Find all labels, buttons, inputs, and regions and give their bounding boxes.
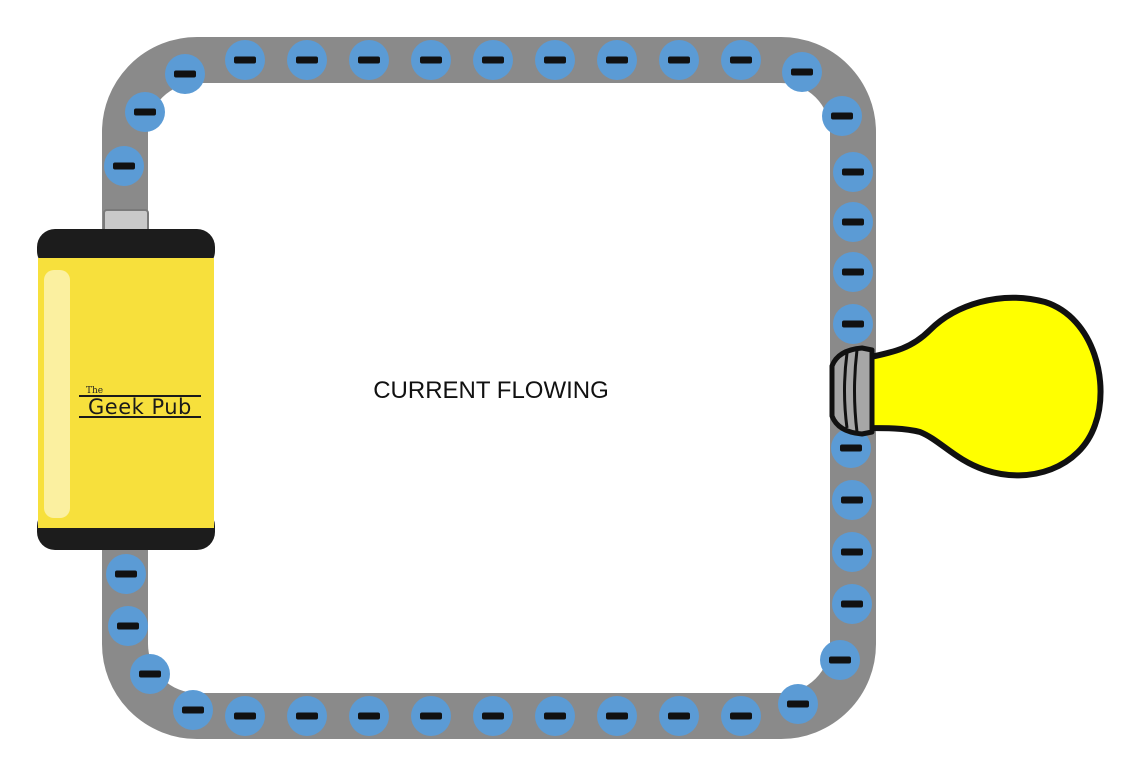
electron <box>778 684 818 724</box>
electron <box>473 40 513 80</box>
electron <box>832 584 872 624</box>
electron <box>349 40 389 80</box>
minus-icon <box>842 168 864 176</box>
light-bulb <box>829 294 1104 479</box>
electrons-group <box>104 40 873 736</box>
minus-icon <box>358 56 380 64</box>
electron <box>782 52 822 92</box>
battery-terminal <box>103 209 149 233</box>
minus-icon <box>840 444 862 452</box>
electron <box>822 96 862 136</box>
logo-main-text: Geek Pub <box>88 395 192 419</box>
minus-icon <box>482 56 504 64</box>
electron <box>833 202 873 242</box>
electron <box>473 696 513 736</box>
minus-icon <box>841 548 863 556</box>
minus-icon <box>829 656 851 664</box>
electron <box>721 696 761 736</box>
minus-icon <box>482 712 504 720</box>
minus-icon <box>831 112 853 120</box>
minus-icon <box>842 218 864 226</box>
minus-icon <box>358 712 380 720</box>
minus-icon <box>420 712 442 720</box>
minus-icon <box>606 712 628 720</box>
minus-icon <box>296 56 318 64</box>
electron <box>833 304 873 344</box>
battery-shine <box>44 270 70 518</box>
minus-icon <box>182 706 204 714</box>
electron <box>108 606 148 646</box>
electron <box>411 696 451 736</box>
electron <box>659 696 699 736</box>
battery: The Geek Pub <box>37 209 215 550</box>
minus-icon <box>606 56 628 64</box>
electron <box>165 54 205 94</box>
minus-icon <box>296 712 318 720</box>
electron <box>535 40 575 80</box>
minus-icon <box>730 56 752 64</box>
electron <box>659 40 699 80</box>
electron <box>225 40 265 80</box>
electron <box>173 690 213 730</box>
minus-icon <box>174 70 196 78</box>
minus-icon <box>791 68 813 76</box>
minus-icon <box>842 268 864 276</box>
minus-icon <box>668 56 690 64</box>
minus-icon <box>115 570 137 578</box>
minus-icon <box>544 712 566 720</box>
electron <box>831 428 871 468</box>
electron <box>820 640 860 680</box>
minus-icon <box>668 712 690 720</box>
diagram-caption: CURRENT FLOWING <box>373 377 609 404</box>
minus-icon <box>234 56 256 64</box>
minus-icon <box>842 320 864 328</box>
electron <box>225 696 265 736</box>
minus-icon <box>841 600 863 608</box>
electron <box>349 696 389 736</box>
bulb-base <box>829 345 875 437</box>
battery-logo: The Geek Pub <box>79 386 201 419</box>
minus-icon <box>139 670 161 678</box>
minus-icon <box>787 700 809 708</box>
electron <box>832 480 872 520</box>
minus-icon <box>841 496 863 504</box>
electron <box>597 696 637 736</box>
minus-icon <box>420 56 442 64</box>
minus-icon <box>134 108 156 116</box>
minus-icon <box>730 712 752 720</box>
electron <box>832 532 872 572</box>
electron <box>104 146 144 186</box>
logo-small-text: The <box>86 386 103 396</box>
electron <box>106 554 146 594</box>
electron <box>130 654 170 694</box>
electron <box>287 696 327 736</box>
electron <box>833 152 873 192</box>
bulb-thread <box>843 349 859 433</box>
minus-icon <box>117 622 139 630</box>
minus-icon <box>113 162 135 170</box>
electron <box>287 40 327 80</box>
electron <box>833 252 873 292</box>
electron <box>411 40 451 80</box>
electron <box>125 92 165 132</box>
minus-icon <box>544 56 566 64</box>
electron <box>597 40 637 80</box>
bulb-glass <box>863 294 1104 479</box>
electron <box>535 696 575 736</box>
minus-icon <box>234 712 256 720</box>
electron <box>721 40 761 80</box>
